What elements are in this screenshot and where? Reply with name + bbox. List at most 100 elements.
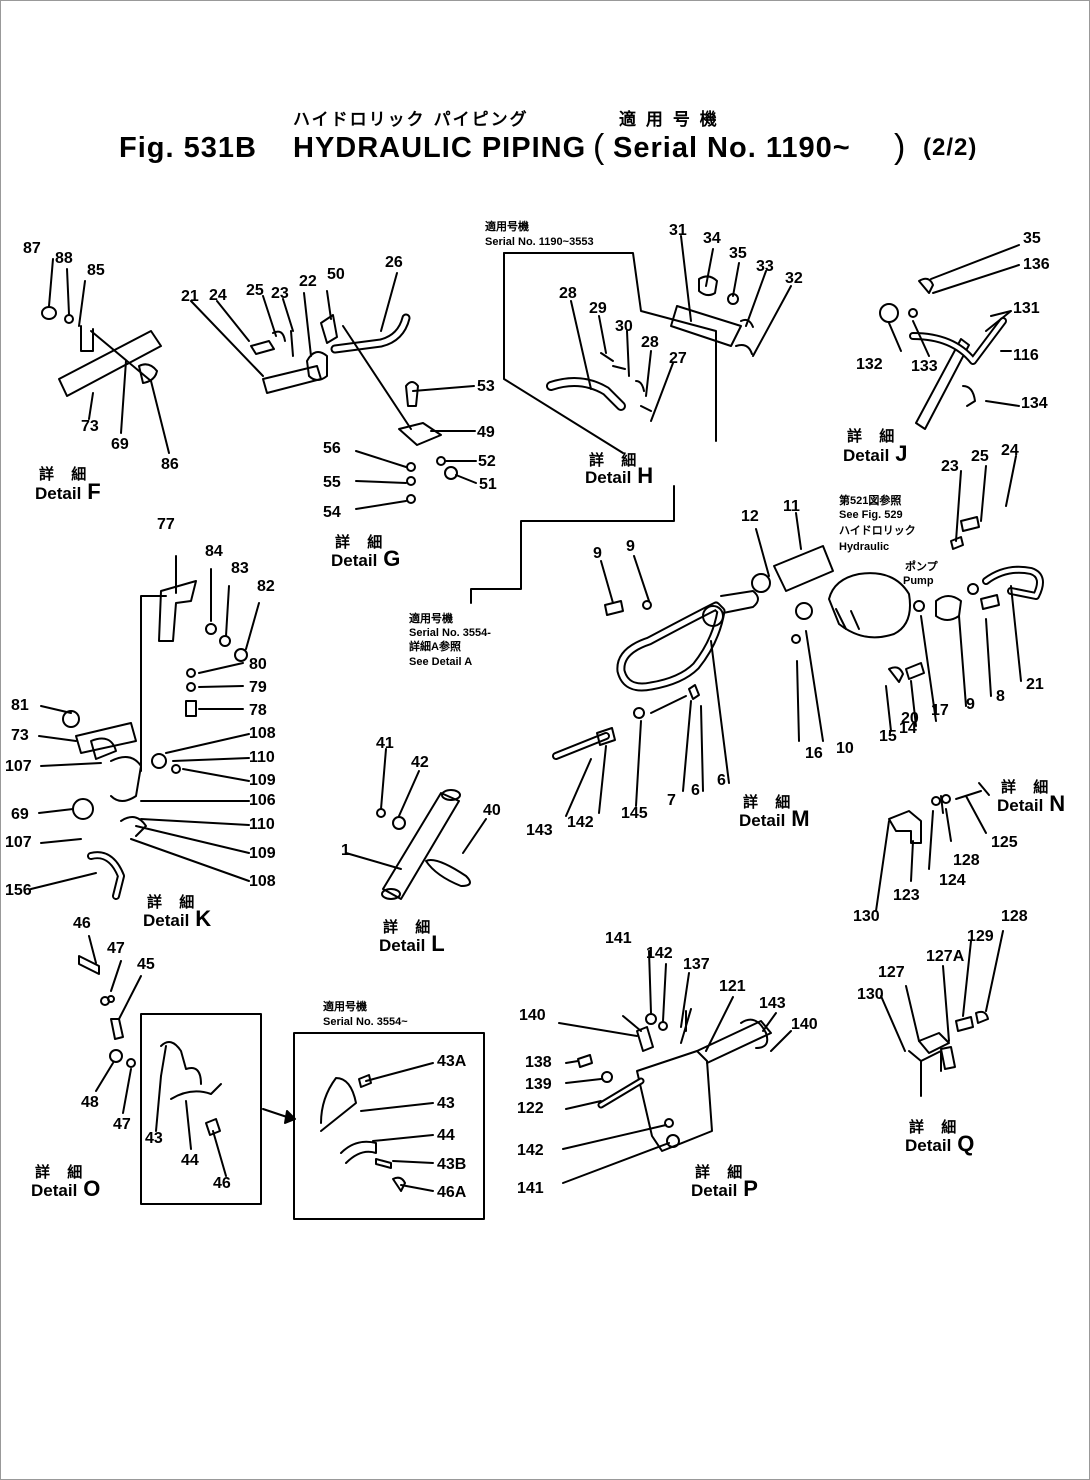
part-label: 9 [966, 696, 975, 713]
part-label: 7 [667, 792, 676, 809]
detail-h-jp: 詳 細 [589, 451, 643, 469]
part-label: 35 [729, 245, 747, 262]
part-label: 73 [81, 418, 99, 435]
part-label: 35 [1023, 230, 1041, 247]
page-title: HYDRAULIC PIPING [293, 132, 587, 164]
part-label: 51 [479, 476, 497, 493]
part-label: 24 [209, 287, 227, 304]
note-serial-o: Serial No. 3554~ [323, 1016, 408, 1028]
part-label: 10 [836, 740, 854, 757]
part-label: 138 [525, 1054, 552, 1071]
part-label: 6 [691, 782, 700, 799]
part-label: 27 [669, 350, 687, 367]
part-label: 20 [901, 710, 919, 727]
detail-n-jp: 詳 細 [1001, 778, 1055, 796]
part-label: 136 [1023, 256, 1050, 273]
part-label: 41 [376, 735, 394, 752]
part-label: 69 [11, 806, 29, 823]
japanese-serial-label: 適 用 号 機 [619, 110, 719, 130]
part-label: 17 [931, 702, 949, 719]
part-label: 142 [567, 814, 594, 831]
part-label: 108 [249, 725, 276, 742]
part-label: 116 [1013, 347, 1039, 364]
sheet-number: (2/2) [923, 134, 978, 161]
part-label: 141 [605, 930, 632, 947]
part-label: 87 [23, 240, 41, 257]
detail-j-art [879, 244, 1020, 430]
part-label: 86 [161, 456, 179, 473]
detail-m-art [470, 455, 1044, 817]
part-label: 130 [857, 986, 884, 1003]
part-label: 42 [411, 754, 429, 771]
note-fig529: See Fig. 529 [839, 509, 903, 521]
part-label: 134 [1021, 395, 1048, 412]
part-label: 69 [111, 436, 129, 453]
part-label: 56 [323, 440, 341, 457]
part-label: 140 [519, 1007, 546, 1024]
part-label: 47 [107, 940, 125, 957]
part-label: 8 [996, 688, 1005, 705]
part-label: 129 [967, 928, 994, 945]
part-label: 133 [911, 358, 938, 375]
note-hydraulic: Hydraulic [839, 541, 890, 553]
part-label: 110 [249, 749, 275, 766]
note-serial-a-jp2: 詳細A参照 [409, 641, 461, 653]
detail-l-jp: 詳 細 [383, 918, 437, 936]
figure-number: Fig. 531B [119, 132, 257, 164]
note-fig529-jp: 第521図参照 [839, 495, 902, 507]
detail-f-jp: 詳 細 [39, 465, 93, 483]
part-label: 9 [626, 538, 635, 555]
part-label: 28 [641, 334, 659, 351]
part-label: 25 [246, 282, 264, 299]
part-label: 1 [341, 842, 350, 859]
detail-m-jp: 詳 細 [743, 793, 797, 811]
note-serial-a-jp: 適用号機 [409, 613, 453, 625]
part-label: 14 [899, 720, 917, 737]
part-label: 23 [271, 285, 289, 302]
part-label: 124 [939, 872, 966, 889]
part-label: 43 [437, 1095, 455, 1112]
part-label: 33 [756, 258, 774, 275]
japanese-title: ハイドロリック パイピング [293, 110, 529, 130]
part-label: 142 [646, 945, 673, 962]
part-label: 11 [783, 498, 800, 515]
part-label: 15 [879, 728, 897, 745]
part-label: 44 [181, 1152, 199, 1169]
part-label: 43 [145, 1130, 163, 1147]
detail-g-art [190, 272, 477, 510]
note-pump: Pump [903, 575, 934, 587]
detail-k-jp: 詳 細 [147, 893, 201, 911]
part-label: 32 [785, 270, 803, 287]
part-label: 125 [991, 834, 1018, 851]
part-label: 127A [926, 948, 965, 965]
part-label: 26 [385, 254, 403, 271]
part-label: 81 [11, 697, 29, 714]
part-label: 46 [213, 1175, 231, 1192]
detail-k-art [30, 555, 260, 900]
part-label: 79 [249, 679, 267, 696]
part-label: 50 [327, 266, 345, 283]
detail-g-jp: 詳 細 [335, 533, 389, 551]
part-label: 9 [593, 545, 602, 562]
part-label: 49 [477, 424, 495, 441]
part-label: 88 [55, 250, 73, 267]
note-pump-jp: ポンプ [905, 561, 938, 573]
detail-h-art [503, 235, 792, 454]
part-label: 77 [157, 516, 175, 533]
part-label: 24 [1001, 442, 1019, 459]
part-label: 44 [437, 1127, 455, 1144]
part-label: 130 [853, 908, 880, 925]
part-label: 40 [483, 802, 501, 819]
part-label: 45 [137, 956, 155, 973]
part-label: 143 [759, 995, 786, 1012]
part-label: 107 [5, 758, 32, 775]
part-label: 54 [323, 504, 341, 521]
part-label: 82 [257, 578, 275, 595]
part-label: 109 [249, 845, 276, 862]
